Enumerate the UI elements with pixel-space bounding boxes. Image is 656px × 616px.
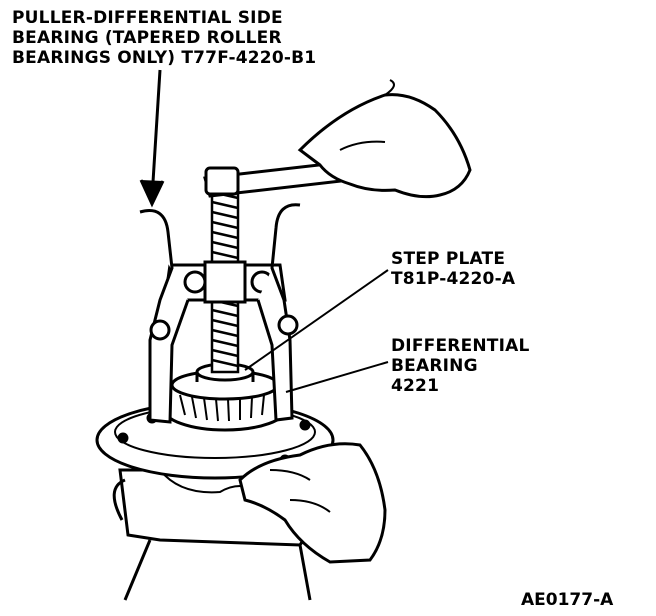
puller-label-line3: BEARINGS ONLY) T77F-4220-B1 (12, 48, 317, 68)
differential-bearing-label-line3: 4221 (391, 376, 440, 396)
differential-bearing-label: DIFFERENTIAL BEARING 4221 (391, 336, 530, 396)
puller-jaws (139, 203, 301, 424)
differential-bearing-leader (285, 361, 389, 393)
differential-bearing-label-line2: BEARING (391, 356, 478, 376)
puller-label-line1: PULLER-DIFFERENTIAL SIDE (12, 8, 283, 28)
step-plate-label-line1: STEP PLATE (391, 249, 506, 269)
figure-id: AE0177-A (521, 590, 614, 610)
step-plate-leader (244, 269, 389, 371)
puller-label: PULLER-DIFFERENTIAL SIDE BEARING (TAPERE… (12, 8, 316, 68)
puller-label-line2: BEARING (TAPERED ROLLER (12, 28, 282, 48)
step-plate-label: STEP PLATE T81P-4220-A (391, 249, 515, 289)
hand-bottom (238, 442, 387, 564)
step-plate-label-line2: T81P-4220-A (391, 269, 516, 289)
hand-top (297, 79, 472, 199)
differential-bearing-label-line1: DIFFERENTIAL (391, 336, 530, 356)
puller-leader-arrow (139, 69, 165, 208)
